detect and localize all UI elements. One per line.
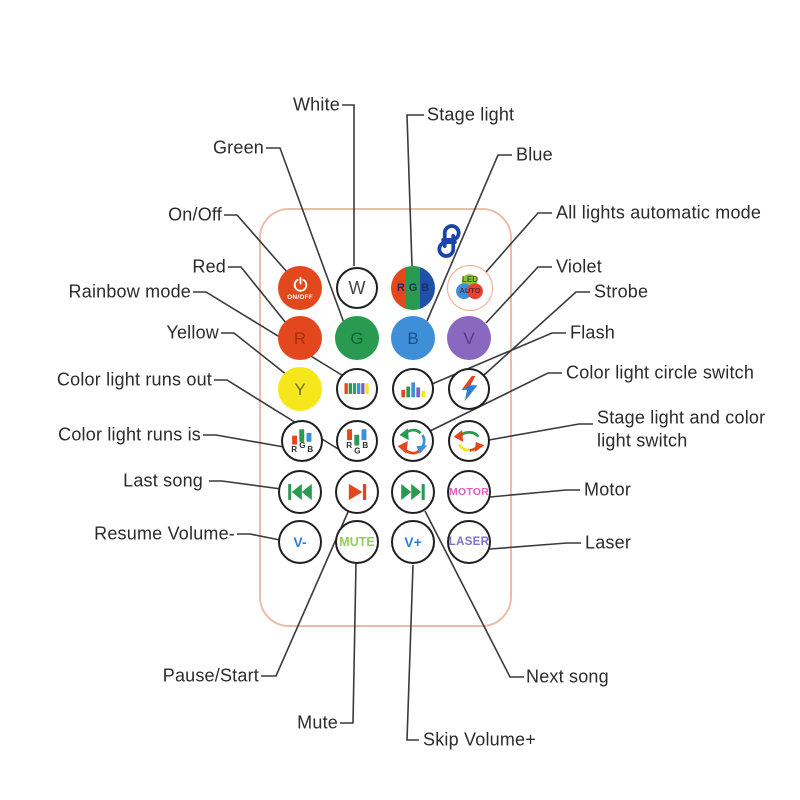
runs-is-letter-g: G [299, 441, 305, 450]
label-color-light-runs-out: Color light runs out [56, 369, 212, 390]
previous-track-icon [288, 483, 312, 501]
next-track-icon [401, 483, 425, 501]
label-on-off: On/Off [168, 204, 222, 225]
label-stage-light: Stage light [427, 104, 515, 125]
led-auto-label-2: AUTO [459, 286, 481, 295]
green-button-label: G [350, 328, 364, 348]
blue-button: B [391, 316, 435, 360]
label-motor: Motor [584, 479, 632, 500]
refresh-arrows-icon [453, 429, 485, 453]
mute-button-label: MUTE [339, 535, 375, 549]
motor-button-label: MOTOR [449, 486, 489, 498]
volume-down-button: V- [278, 520, 322, 564]
label-white: White [292, 94, 340, 115]
volume-up-label: V+ [404, 534, 422, 550]
label-skip-volume: Skip Volume+ [423, 729, 536, 750]
previous-track-button [278, 470, 322, 514]
label-color-light-circle-switch: Color light circle switch [566, 362, 755, 383]
yellow-button: Y [278, 367, 322, 411]
white-button: W [336, 267, 378, 309]
label-laser: Laser [585, 532, 632, 553]
laser-button-label: LASER [448, 536, 490, 548]
next-track-button [391, 470, 435, 514]
motor-button: MOTOR [447, 470, 491, 514]
label-color-light-runs-is: Color light runs is [58, 424, 201, 445]
label-green: Green [212, 137, 264, 158]
brand-logo-icon [437, 224, 461, 258]
blue-button-label: B [407, 328, 419, 348]
runs-out-letter-b: B [362, 441, 368, 450]
play-pause-button [335, 470, 379, 514]
power-button: ON/OFF [278, 266, 322, 310]
label-yellow: Yellow [166, 322, 219, 343]
strobe-flash-button [448, 368, 490, 410]
label-resume-volume: Resume Volume- [94, 523, 235, 544]
equalizer-button [392, 368, 434, 410]
label-rainbow-mode: Rainbow mode [68, 281, 191, 302]
mute-button: MUTE [335, 520, 379, 564]
rgb-letter-r: R [396, 282, 405, 294]
label-strobe: Strobe [594, 281, 649, 302]
rgb-bars-icon: R G B [291, 429, 313, 454]
label-blue: Blue [516, 144, 553, 165]
label-violet: Violet [556, 256, 602, 277]
volume-up-button: V+ [391, 520, 435, 564]
rainbow-mode-button [336, 368, 378, 410]
led-auto-label-1: LED [462, 275, 478, 284]
rgb-button-label: R G B [391, 282, 435, 294]
power-button-label: ON/OFF [287, 293, 313, 301]
label-all-lights-auto: All lights automatic mode [556, 202, 762, 223]
runs-out-letter-g: G [354, 447, 360, 456]
color-light-circle-switch-button [392, 420, 434, 462]
runs-is-letter-b: B [307, 445, 313, 454]
rgb-letter-b: B [421, 282, 430, 294]
color-light-runs-is-button: R G B [281, 420, 323, 462]
label-red: Red [192, 256, 226, 277]
color-light-runs-out-button: R G B [336, 420, 378, 462]
volume-down-label: V- [293, 534, 307, 550]
runs-is-letter-r: R [291, 445, 297, 454]
lightning-icon [461, 375, 478, 403]
rgb-letter-g: G [408, 282, 418, 294]
runs-out-letter-r: R [346, 441, 352, 450]
play-pause-icon [348, 483, 367, 501]
violet-button-label: V [463, 328, 475, 348]
label-pause-start: Pause/Start [162, 665, 259, 686]
stage-color-switch-button [448, 420, 490, 462]
red-button: R [278, 316, 322, 360]
label-mute: Mute [297, 712, 338, 733]
violet-button: V [447, 316, 491, 360]
label-next-song: Next song [526, 666, 609, 687]
power-icon [293, 276, 307, 292]
white-button-label: W [348, 278, 366, 298]
yellow-button-label: Y [294, 379, 306, 399]
laser-button: LASER [447, 520, 491, 564]
label-last-song: Last song [123, 470, 203, 491]
red-button-label: R [293, 328, 307, 348]
level-color-bars-icon [401, 382, 426, 398]
label-flash: Flash [570, 322, 616, 343]
rgb-bars-alt-icon: R G B [346, 429, 368, 456]
cycle-arrows-icon [397, 428, 428, 455]
led-auto-button: LED AUTO [447, 265, 493, 311]
equal-color-bars-icon [344, 383, 369, 394]
rgb-button: R G B [391, 266, 435, 310]
label-stage-color-switch: Stage light and color light switch [597, 407, 766, 451]
green-button: G [335, 316, 379, 360]
